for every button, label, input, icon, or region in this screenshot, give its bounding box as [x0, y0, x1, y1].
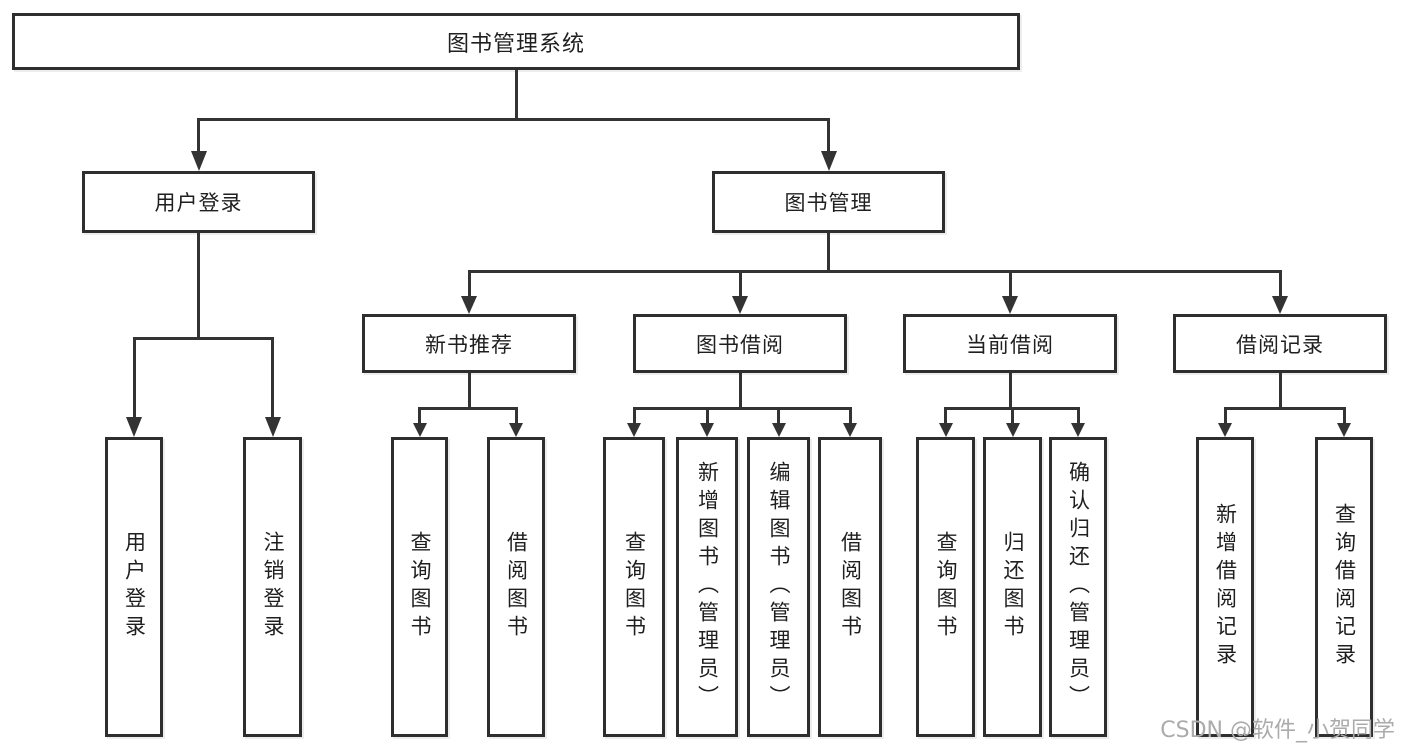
- node-current-borrow: 当前借阅: [903, 314, 1117, 373]
- leaf-records-query-borrow-record: 查询借阅记录: [1315, 437, 1373, 737]
- leaf-borrow-edit-book-admin: 编辑图书（管理员）: [747, 437, 810, 737]
- edge-to-leaf-login-stem: [132, 337, 136, 418]
- edge-to-recommend-stem: [467, 270, 471, 297]
- edge-records-stem: [1278, 373, 1282, 407]
- arrowhead-to-book-manage: [820, 151, 837, 171]
- leaf-recommend-borrow-book: 借阅图书: [487, 437, 545, 737]
- edge-records-child2-stem: [1342, 407, 1346, 424]
- arrowhead-current-child2: [1005, 423, 1020, 437]
- node-book-borrow: 图书借阅: [633, 314, 847, 373]
- leaf-recommend-query-book: 查询图书: [391, 437, 448, 737]
- node-new-book-recommend: 新书推荐: [362, 314, 576, 373]
- edge-recommend-child2-stem: [514, 407, 518, 424]
- arrowhead-to-recommend: [461, 296, 477, 314]
- leaf-borrow-query-book: 查询图书: [603, 437, 665, 737]
- leaf-current-query-book: 查询图书: [916, 437, 975, 737]
- leaf-records-add-borrow-record-label: 新增借阅记录: [1213, 503, 1238, 671]
- edge-user-login-elbow: [132, 337, 274, 340]
- edge-to-user-login-stem: [197, 118, 200, 152]
- leaf-current-confirm-return-admin: 确认归还（管理员）: [1049, 437, 1107, 737]
- edge-root-stem: [514, 70, 518, 120]
- edge-current-child3-stem: [1076, 407, 1080, 424]
- edge-records-elbow: [1223, 407, 1344, 410]
- node-user-login: 用户登录: [82, 171, 315, 233]
- arrowhead-to-user-login: [190, 151, 207, 171]
- edge-user-login-stem: [197, 233, 200, 337]
- leaf-user-login-label: 用户登录: [122, 531, 147, 643]
- arrowhead-records-child1: [1218, 423, 1232, 437]
- edge-borrow-stem: [738, 373, 742, 407]
- leaf-current-return-book: 归还图书: [983, 437, 1042, 737]
- leaf-recommend-query-book-label: 查询图书: [408, 531, 432, 643]
- edge-borrow-elbow: [632, 407, 852, 410]
- arrowhead-current-child1: [938, 423, 953, 437]
- leaf-borrow-edit-book-admin-label: 编辑图书（管理员）: [767, 461, 791, 713]
- edge-root-elbow: [197, 118, 830, 121]
- leaf-user-login: 用户登录: [105, 437, 163, 737]
- leaf-borrow-query-book-label: 查询图书: [622, 531, 647, 643]
- edge-current-stem: [1008, 373, 1012, 407]
- leaf-borrow-borrow-book: 借阅图书: [818, 437, 882, 737]
- edge-current-child2-stem: [1011, 407, 1014, 424]
- leaf-recommend-borrow-book-label: 借阅图书: [504, 531, 529, 643]
- edge-book-manage-elbow: [467, 270, 1282, 273]
- edge-recommend-elbow: [418, 407, 518, 410]
- arrowhead-borrow-child2: [700, 423, 714, 437]
- edge-borrow-child2-stem: [705, 407, 709, 424]
- arrowhead-to-leaf-logout: [264, 417, 281, 437]
- edge-borrow-child4-stem: [848, 407, 852, 424]
- arrowhead-recommend-child2: [509, 423, 523, 437]
- edge-borrow-child1-stem: [632, 407, 636, 424]
- arrowhead-borrow-child1: [627, 423, 641, 437]
- edge-book-manage-stem: [827, 233, 830, 270]
- leaf-borrow-borrow-book-label: 借阅图书: [838, 531, 863, 643]
- edge-to-records-stem: [1278, 270, 1282, 297]
- arrowhead-borrow-child4: [843, 423, 857, 437]
- arrowhead-to-current: [1002, 296, 1018, 314]
- leaf-borrow-add-book-admin: 新增图书（管理员）: [676, 437, 738, 737]
- leaf-records-query-borrow-record-label: 查询借阅记录: [1332, 503, 1357, 671]
- edge-to-borrow-stem: [738, 270, 742, 297]
- edge-borrow-child3-stem: [777, 407, 780, 424]
- arrowhead-recommend-child1: [412, 423, 427, 437]
- edge-current-child1-stem: [944, 407, 947, 424]
- leaf-current-confirm-return-admin-label: 确认归还（管理员）: [1066, 461, 1091, 713]
- leaf-logout: 注销登录: [243, 437, 302, 737]
- node-borrow-records: 借阅记录: [1173, 314, 1387, 373]
- arrowhead-to-records: [1272, 296, 1288, 314]
- leaf-borrow-add-book-admin-label: 新增图书（管理员）: [695, 461, 720, 713]
- edge-to-current-stem: [1008, 270, 1012, 297]
- leaf-logout-label: 注销登录: [261, 531, 285, 643]
- arrowhead-to-leaf-login: [126, 417, 142, 437]
- edge-to-book-manage-stem: [827, 118, 830, 152]
- arrowhead-current-child3: [1071, 423, 1085, 437]
- edge-recommend-child1-stem: [418, 407, 421, 424]
- node-book-manage: 图书管理: [712, 171, 945, 233]
- edge-to-leaf-logout-stem: [271, 337, 274, 418]
- edge-recommend-stem: [467, 373, 471, 407]
- leaf-current-return-book-label: 归还图书: [1001, 531, 1025, 643]
- arrowhead-borrow-child3: [771, 423, 786, 437]
- arrowhead-to-borrow: [732, 296, 748, 314]
- arrowhead-records-child2: [1337, 423, 1351, 437]
- leaf-current-query-book-label: 查询图书: [934, 531, 958, 643]
- edge-records-child1-stem: [1223, 407, 1227, 424]
- leaf-records-add-borrow-record: 新增借阅记录: [1196, 437, 1254, 737]
- node-root-library-management-system: 图书管理系统: [12, 13, 1020, 70]
- csdn-watermark: CSDN @软件_小贺同学: [1160, 718, 1395, 743]
